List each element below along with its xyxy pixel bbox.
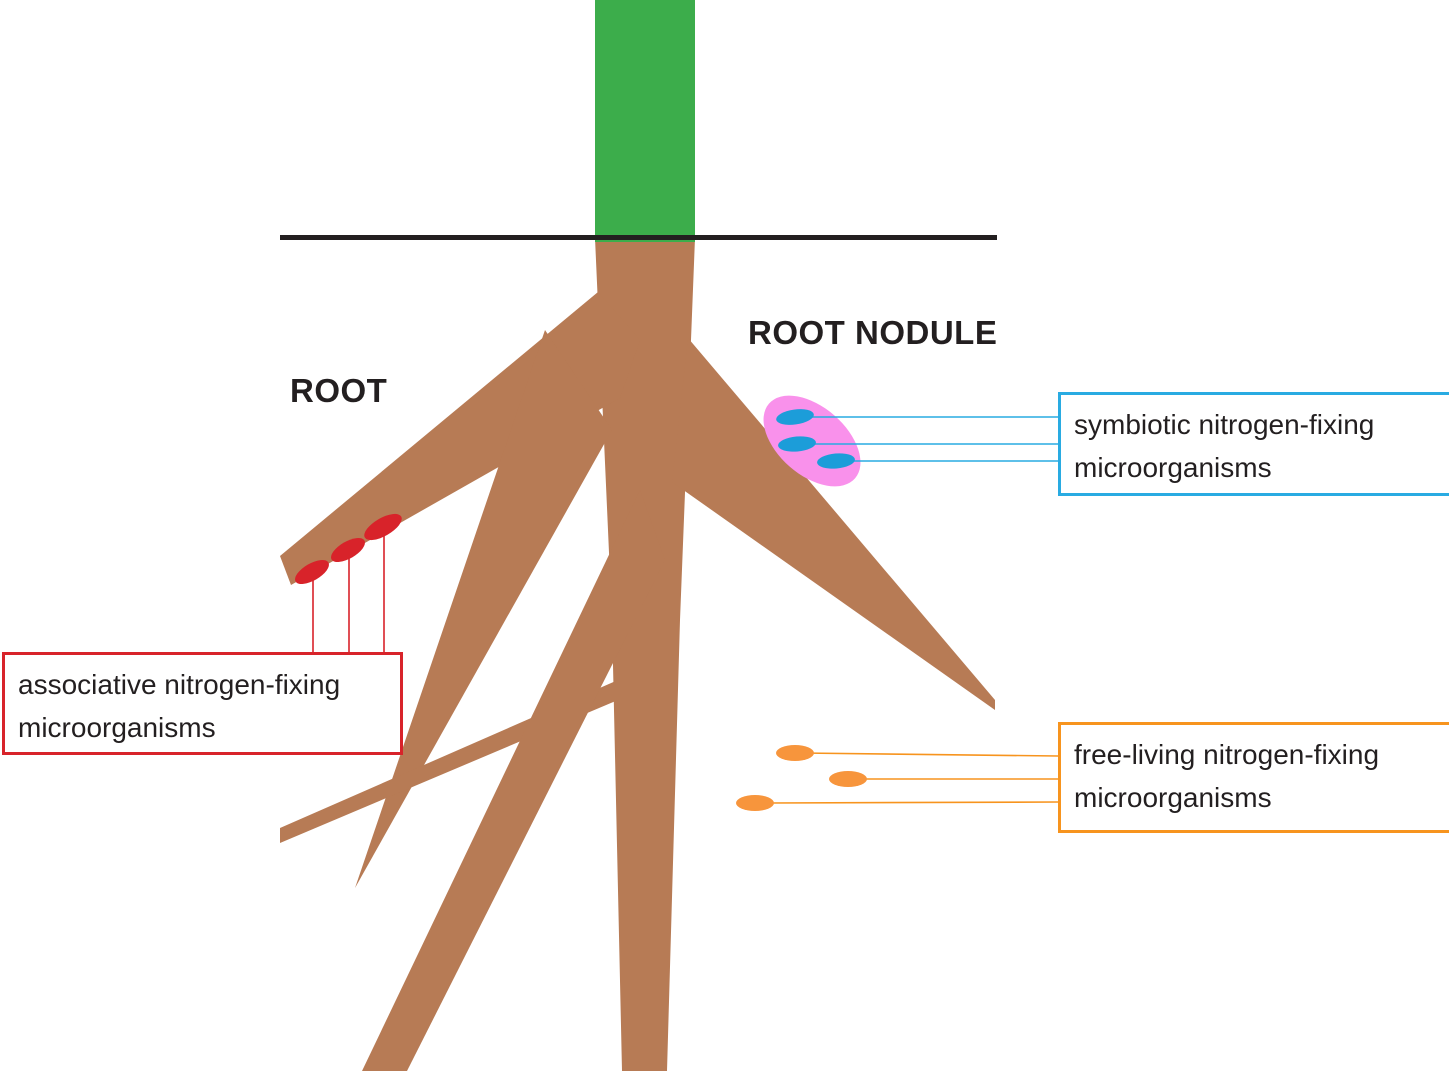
root-branch-bottom-left (362, 490, 665, 1071)
symbiotic-cell-3 (817, 453, 855, 469)
free-living-cell-1 (776, 745, 814, 761)
free-living-cell-2 (829, 771, 867, 787)
symbiotic-callout-box: symbiotic nitrogen-fixing microorganisms (1058, 392, 1449, 496)
free-living-callout-box: free-living nitrogen-fixing microorganis… (1058, 722, 1449, 833)
root-nodule-heading: ROOT NODULE (748, 314, 998, 351)
root-system (280, 238, 995, 1071)
symbiotic-cell-1 (776, 409, 814, 425)
free-living-callout-line1: free-living nitrogen-fixing (1074, 739, 1380, 770)
symbiotic-cell-2 (778, 436, 816, 452)
plant-stem (595, 0, 695, 242)
soil-line (280, 235, 997, 240)
associative-cell-1 (295, 559, 329, 585)
root-heading: ROOT (290, 372, 388, 409)
associative-cell-2 (331, 537, 365, 563)
associative-callout-line1: associative nitrogen-fixing (18, 669, 341, 700)
symbiotic-callout-line1: symbiotic nitrogen-fixing (1074, 409, 1375, 440)
free-living-callout-line2: microorganisms (1074, 782, 1272, 813)
associative-callout-line2: microorganisms (18, 712, 216, 743)
associative-callout-box: associative nitrogen-fixing microorganis… (2, 652, 403, 755)
free-living-cell-3 (736, 795, 774, 811)
associative-cell-3 (364, 513, 402, 541)
root-trunk (595, 238, 695, 1071)
root-branch-steep-left (355, 330, 612, 888)
free-living-connector-3 (769, 801, 1059, 804)
free-living-connector-1 (799, 752, 1059, 757)
root-branch-right (672, 338, 995, 710)
symbiotic-callout-line2: microorganisms (1074, 452, 1272, 483)
